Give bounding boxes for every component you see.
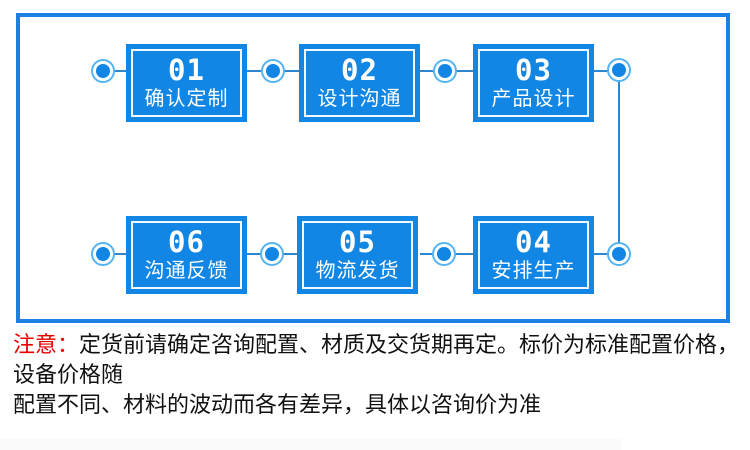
step-label: 确认定制 — [144, 86, 229, 110]
connector-node — [261, 59, 285, 83]
flowchart-frame — [16, 13, 730, 323]
step-label: 设计沟通 — [317, 86, 402, 110]
node-dot — [265, 247, 279, 261]
connector-node — [260, 242, 284, 266]
connector-node — [607, 242, 631, 266]
step-box-inner-border: 02 设计沟通 — [304, 49, 415, 117]
step-box-06: 06 沟通反馈 — [126, 216, 247, 294]
node-dot — [612, 247, 626, 261]
connector-line-vertical — [618, 71, 620, 254]
connector-node — [91, 242, 115, 266]
step-box-inner-border: 05 物流发货 — [302, 221, 413, 289]
connector-node — [433, 59, 457, 83]
bottom-strip — [0, 439, 622, 450]
connector-node — [607, 58, 631, 82]
notice-line-2: 配置不同、材料的波动而各有差异，具体以咨询价为准 — [13, 393, 542, 418]
step-number: 06 — [168, 225, 205, 259]
step-box-03: 03 产品设计 — [473, 44, 594, 122]
step-box-inner-border: 03 产品设计 — [478, 49, 589, 117]
step-box-02: 02 设计沟通 — [299, 44, 420, 122]
node-dot — [96, 64, 110, 78]
step-label: 物流发货 — [315, 258, 400, 282]
notice-label: 注意： — [13, 333, 80, 358]
step-box-inner-border: 04 安排生产 — [478, 221, 589, 289]
step-label: 安排生产 — [491, 258, 576, 282]
step-number: 01 — [168, 53, 205, 87]
connector-line — [594, 70, 619, 72]
step-label: 产品设计 — [491, 86, 576, 110]
step-box-01: 01 确认定制 — [126, 44, 247, 122]
step-box-inner-border: 01 确认定制 — [131, 49, 242, 117]
connector-node — [432, 242, 456, 266]
connector-node — [91, 59, 115, 83]
connector-line — [594, 253, 619, 255]
connector-line — [103, 70, 127, 72]
step-box-04: 04 安排生产 — [473, 216, 594, 294]
notice-text: 注意：定货前请确定咨询配置、材质及交货期再定。标价为标准配置价格，设备价格随 配… — [13, 331, 743, 421]
step-box-05: 05 物流发货 — [297, 216, 418, 294]
notice-line-1-text: 定货前请确定咨询配置、材质及交货期再定。标价为标准配置价格，设备价格随 — [13, 333, 740, 388]
step-label: 沟通反馈 — [144, 258, 229, 282]
node-dot — [437, 247, 451, 261]
step-number: 03 — [515, 53, 552, 87]
step-number: 05 — [339, 225, 376, 259]
step-number: 02 — [341, 53, 378, 87]
node-dot — [266, 64, 280, 78]
notice-line-1: 注意：定货前请确定咨询配置、材质及交货期再定。标价为标准配置价格，设备价格随 — [13, 331, 743, 391]
node-dot — [438, 64, 452, 78]
node-dot — [96, 247, 110, 261]
step-box-inner-border: 06 沟通反馈 — [131, 221, 242, 289]
step-number: 04 — [515, 225, 552, 259]
node-dot — [612, 63, 626, 77]
